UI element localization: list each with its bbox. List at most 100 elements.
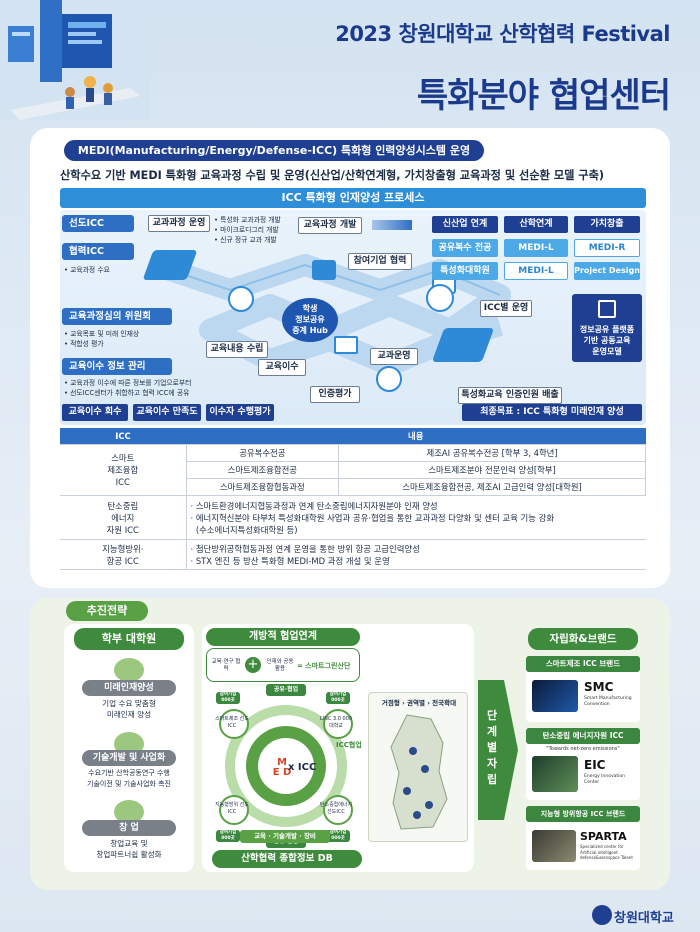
text-line: · 첨단방위공학협동과정 연계 운영을 통한 방위 항공 고급인력양성 [190, 543, 420, 554]
hub-line-1: 학생 [302, 304, 318, 313]
icc-smart-manufacturing: 스마트 제조융합 ICC [60, 444, 187, 496]
talent-share: 인재와 공동활용 [266, 659, 294, 672]
committee-label: 교육과정심의 위원회 [62, 308, 172, 325]
table-row: 스마트제조융합전공 스마트제조분야 전문인력 양성[학부] [60, 461, 646, 479]
arrow-right-icon [478, 680, 518, 820]
completion-box: 교육이수 [258, 359, 306, 376]
table-cell-text: · 스마트환경에너지협동과정과 연계 탄소중립에너지자원분야 인재 양성 · 에… [186, 495, 646, 540]
collab-title: 개방적 협업연계 [206, 628, 360, 646]
process-diagram: 선도ICC 협력ICC • 교육과정 수요 교육과정심의 위원회 • 교육목표 … [60, 210, 646, 425]
brand-image [532, 756, 578, 792]
graduation-cap-icon [376, 366, 402, 392]
table-header-icc: ICC [60, 428, 186, 445]
grid-header-industry-academia: 산학연계 [504, 216, 568, 233]
table-cell: 스마트제조융합협동과정 [186, 478, 340, 496]
platform-line-2: 기반 공동교육 [583, 336, 631, 345]
brand-logo-sub: Smart Manufacturing Convention [584, 696, 632, 707]
brand-card-sparta: 지능형 방위항공 ICC 브랜드 SPARTA Specialized cent… [526, 806, 640, 870]
brand-name: 탄소중립 에너지자원 ICC [526, 728, 640, 744]
info-bullet-2: • 선도ICC센터가 취합하고 협력 ICC에 공유 [64, 389, 190, 397]
node-defense: 지능형방위 선도ICC [215, 802, 249, 815]
future-talent-box: 미래인재양성 [82, 680, 176, 696]
arrow-right-icon [372, 220, 412, 230]
stack-icon [312, 260, 336, 280]
table-cell-text: · 첨단방위공학협동과정 연계 운영을 통한 방위 항공 고급인력양성 · ST… [186, 539, 646, 570]
final-goal: 최종목표 : ICC 특화형 미래인재 양성 [462, 404, 642, 421]
icc-table: ICC 내용 스마트 제조융합 ICC 공유복수전공 제조AI 공유복수전공 [… [60, 428, 646, 570]
table-row: 스마트제조융합협동과정 스마트제조융합전공, 제조AI 고급인력 양성[대학원] [60, 478, 646, 496]
coop-bullet: • 교육과정 수요 [64, 266, 110, 274]
stage-arrow: 단 계 별 자 립 [478, 680, 518, 820]
tech-dev-line-2: 기술이전 및 기술사업화 촉진 [87, 780, 171, 788]
grid-cell-1-0: 특성화대학원 [432, 262, 498, 280]
partner-badge-2: 참여기업 000곳 [326, 692, 350, 704]
brand-column: 자립화&브랜드 스마트제조 ICC 브랜드 SMC Smart Manufact… [526, 624, 640, 872]
db-bar: 산학협력 종합정보 DB [212, 850, 362, 868]
arrow-char: 단 [486, 709, 498, 722]
arrow-text: 단 계 별 자 립 [482, 708, 502, 788]
table-row: 탄소중립 에너지 자원 ICC · 스마트환경에너지협동과정과 연계 탄소중립에… [60, 495, 646, 540]
icc-collab-label: ICC협업 [336, 741, 362, 749]
table-header-row: ICC 내용 [60, 428, 646, 445]
education-column: 학부 대학원 미래인재양성 기업 수요 맞춤형 미래인재 양성 기술개발 및 사… [64, 624, 194, 872]
grid-header-new-industry: 신산업 연계 [432, 216, 498, 233]
med-core-icc: x ICC [288, 762, 317, 773]
university-name: 창원대학교 [614, 911, 674, 926]
grid-cell-0-2: MEDI-R [574, 239, 640, 257]
header-illustration [0, 0, 150, 120]
partner-badge-1: 참여기업 000곳 [216, 692, 240, 704]
certification-box: 인증평가 [310, 386, 360, 403]
brand-logo: SMC [584, 680, 614, 694]
startup-box: 창 업 [82, 820, 176, 836]
text-line: · STX 엔진 등 방산 특화형 MEDI-MD 과정 개설 및 운영 [190, 555, 390, 566]
university-emblem-icon [592, 905, 612, 925]
node-linc: LINC 3.0 000대학교 [319, 716, 353, 729]
edu-research: 교육·연구 협력 [211, 659, 241, 672]
section2-heading: 추진전략 [66, 601, 148, 621]
committee-bullet-1: • 교육목표 및 미래 인재상 [64, 330, 140, 338]
startup-line-1: 창업교육 및 [110, 839, 148, 848]
table-cell: 공유복수전공 [186, 444, 340, 462]
curriculum-dev-box: 교육과정 개발 [298, 217, 362, 234]
grid-header-value: 가치창출 [574, 216, 640, 233]
education-title: 학부 대학원 [74, 628, 184, 650]
grid-cell-1-2: Project Design [574, 262, 640, 280]
table-cell: 스마트제조융합전공, 제조AI 고급인력 양성[대학원] [338, 478, 646, 496]
future-talent-line-2: 미래인재 양성 [106, 710, 152, 719]
brand-title: 자립화&브랜드 [528, 628, 638, 650]
brand-logo-sub: Energy Innovation Center [584, 774, 626, 785]
tag-completion-count: 교육이수 회수 [62, 404, 128, 421]
corp-participation-box: 참여기업 협력 [348, 253, 412, 270]
icc-carbon-neutral: 탄소중립 에너지 자원 ICC [60, 495, 187, 540]
future-talent-line-1: 기업 수요 맞춤형 [102, 699, 156, 708]
section1-heading: MEDI(Manufacturing/Energy/Defense-ICC) 특… [64, 140, 484, 161]
collaboration-column: 개방적 협업연계 교육·연구 협력 + 인재와 공동활용 = 스마트그린산단 M… [202, 624, 474, 872]
brand-name: 지능형 방위항공 ICC 브랜드 [526, 806, 640, 822]
curriculum-bullet-2: • 마이크로디그리 개발 [214, 226, 279, 234]
table-header-content: 내용 [186, 428, 646, 445]
brand-logo-sub: Specialized center for Artificial intell… [580, 844, 633, 860]
ring-tag-top: 공유·협업 [266, 684, 306, 696]
brand-logo: EIC [584, 758, 606, 772]
tag-performance: 이수자 수행평가 [206, 404, 274, 421]
tag-satisfaction: 교육이수 만족도 [133, 404, 201, 421]
info-mgmt-label: 교육이수 정보 관리 [62, 358, 172, 375]
table-row: 스마트 제조융합 ICC 공유복수전공 제조AI 공유복수전공 [학부 3, 4… [60, 444, 646, 496]
text-line: · 에너지혁신분야 타부처 특성화대학원 사업과 공유·협업을 통한 교과과정 … [190, 512, 555, 523]
class-ops-box: 교과운영 [370, 348, 418, 365]
page-title: 특화분야 협업센터 [416, 76, 671, 116]
platform-line-3: 운영모델 [592, 347, 622, 356]
target-icon [228, 286, 254, 312]
curriculum-ops-box: 교과과정 운영 [148, 215, 210, 232]
collab-top-box: 교육·연구 협력 + 인재와 공동활용 = 스마트그린산단 [206, 648, 360, 682]
table-cell: 스마트제조융합전공 [186, 461, 340, 479]
node-carbon: 탄소중립에너지 선도ICC [319, 802, 353, 815]
table-cell: 제조AI 공유복수전공 [학부 3, 4학년] [338, 444, 646, 462]
brand-quote: "Towards net-zero emissions" [546, 746, 620, 752]
people-icon [114, 658, 144, 682]
curriculum-bullet-1: • 특성화 교과과정 개발 [214, 216, 281, 224]
tech-dev-box: 기술개발 및 사업화 [82, 750, 176, 766]
partner-badge-3: 참여기업 000곳 [216, 830, 240, 842]
process-bar: ICC 특화형 인재양성 프로세스 [60, 188, 646, 208]
brand-name: 스마트제조 ICC 브랜드 [526, 656, 640, 672]
